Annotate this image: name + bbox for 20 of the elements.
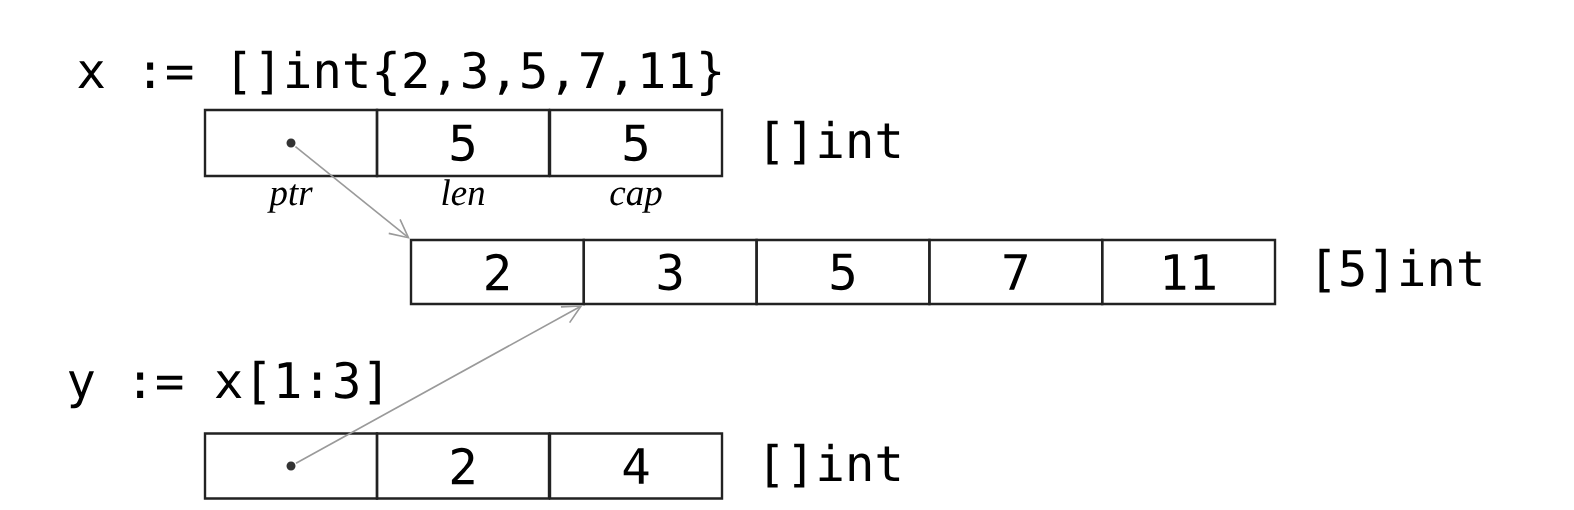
cell: 2 xyxy=(409,238,585,306)
type-label: []int xyxy=(767,443,900,488)
pointer-arrow xyxy=(294,145,410,239)
cell: 2 xyxy=(375,432,551,500)
field-label: len xyxy=(442,179,485,206)
cell: 5 xyxy=(548,108,724,178)
cell xyxy=(203,432,379,500)
cell: 3 xyxy=(582,238,758,306)
field-label: cap xyxy=(610,187,662,213)
code-line: x := []int{2,3,5,7,11} xyxy=(78,50,721,96)
code-line: y := x[1:3] xyxy=(68,360,380,409)
pointer-arrow xyxy=(295,305,583,465)
cell: 5 xyxy=(755,238,931,306)
cell: 11 xyxy=(1101,238,1277,306)
field-label: ptr xyxy=(267,184,313,213)
cell: 5 xyxy=(375,108,551,178)
cell: 7 xyxy=(928,238,1104,306)
cell xyxy=(203,108,379,178)
type-label: []int xyxy=(767,120,900,165)
cell: 4 xyxy=(548,432,724,500)
